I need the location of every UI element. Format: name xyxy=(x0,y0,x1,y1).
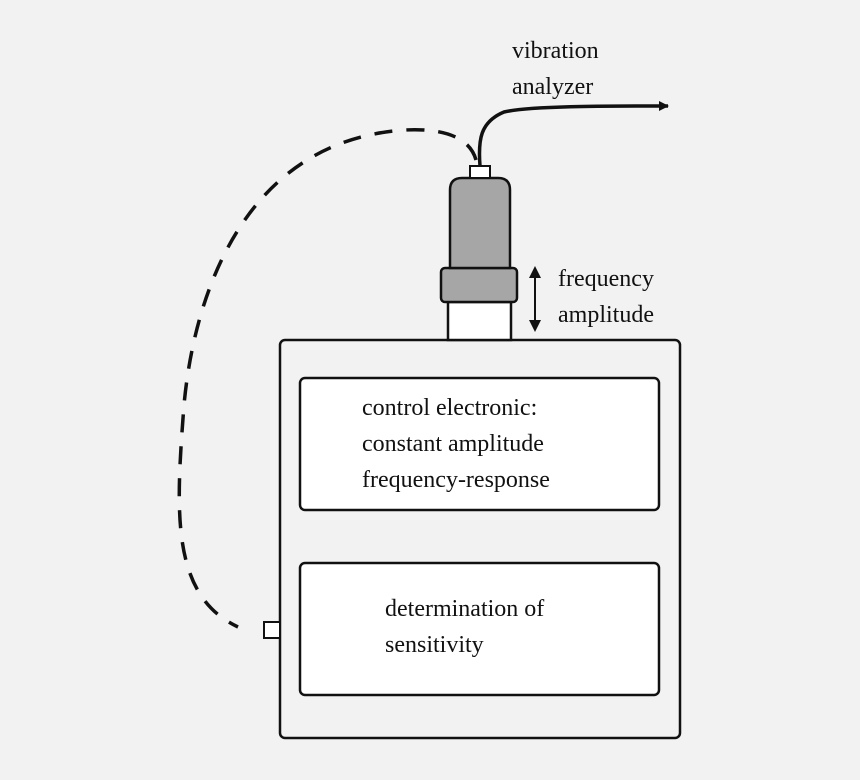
motion-double-arrow xyxy=(529,266,541,332)
frequency-amplitude-label: frequency amplitude xyxy=(558,261,654,333)
housing-side-connector xyxy=(263,621,281,639)
analyzer-label-line: vibration xyxy=(512,38,599,64)
control-label-line: control electronic: xyxy=(362,395,538,421)
motion-label-line: amplitude xyxy=(558,302,654,328)
sensor-connector xyxy=(469,165,491,179)
control-electronic-label: control electronic: constant amplitude f… xyxy=(362,390,550,498)
exciter-table xyxy=(446,300,513,342)
sensor-nut xyxy=(439,266,519,304)
vibration-analyzer-label: vibration analyzer xyxy=(512,33,599,105)
control-label-line: constant amplitude xyxy=(362,431,544,457)
reference-feedback-cable xyxy=(177,128,478,629)
sensitivity-label: determination of sensitivity xyxy=(385,591,544,663)
motion-label-line: frequency xyxy=(558,266,654,292)
control-label-line: frequency-response xyxy=(362,467,550,493)
sensor-body xyxy=(448,176,512,270)
sensitivity-panel xyxy=(298,561,661,697)
sensitivity-label-line: sensitivity xyxy=(385,632,484,658)
control-electronic-panel xyxy=(298,376,661,512)
analyzer-cable xyxy=(477,101,669,167)
analyzer-label-line: analyzer xyxy=(512,74,594,100)
sensitivity-label-line: determination of xyxy=(385,596,545,622)
